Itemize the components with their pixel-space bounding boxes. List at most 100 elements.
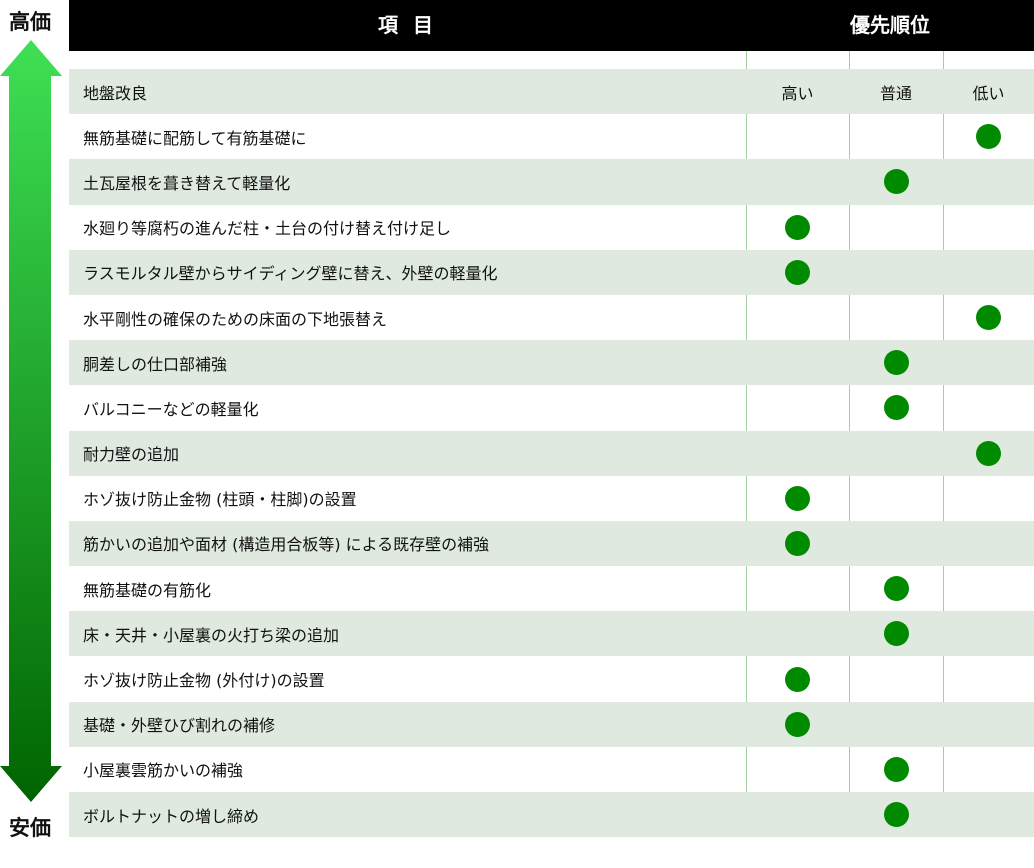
- table-row: 床・天井・小屋裏の火打ち梁の追加: [69, 611, 1034, 657]
- priority-dot-icon: [785, 214, 810, 240]
- column-low: 低い: [972, 83, 1005, 103]
- row-label: ラスモルタル壁からサイディング壁に替え、外壁の軽量化: [83, 264, 498, 284]
- column-high: 高い: [781, 83, 814, 103]
- header-item: 項 目: [378, 13, 437, 37]
- priority-cell: [849, 205, 943, 250]
- priority-cell: [943, 340, 1034, 385]
- priority-dot-icon: [785, 711, 810, 737]
- priority-cell: [943, 476, 1034, 521]
- priority-cell: [746, 702, 849, 747]
- row-label: 耐力壁の追加: [83, 445, 180, 465]
- priority-cell: [746, 159, 849, 204]
- table-row: ボルトナットの増し締め: [69, 792, 1034, 838]
- priority-cell: [849, 702, 943, 747]
- table-row: 小屋裏雲筋かいの補強: [69, 747, 1034, 792]
- priority-dot-icon: [785, 530, 810, 556]
- price-high-label: 高価: [9, 10, 51, 34]
- priority-cell: [746, 114, 849, 159]
- row-label: 水平剛性の確保のための床面の下地張替え: [83, 309, 388, 329]
- row-label: 小屋裏雲筋かいの補強: [83, 761, 244, 781]
- table-row: ラスモルタル壁からサイディング壁に替え、外壁の軽量化: [69, 249, 1034, 295]
- priority-dot-icon: [785, 666, 810, 692]
- priority-cell: [943, 611, 1034, 656]
- priority-cell: [943, 114, 1034, 159]
- priority-cell: [746, 747, 849, 792]
- priority-cell: [849, 747, 943, 792]
- priority-cell: [746, 295, 849, 340]
- table-row: ホゾ抜け防止金物 (柱頭・柱脚)の設置: [69, 476, 1034, 521]
- priority-cell: [849, 792, 943, 837]
- priority-cell: [849, 295, 943, 340]
- priority-dot-icon: [883, 350, 909, 376]
- table-row: 無筋基礎の有筋化: [69, 566, 1034, 611]
- priority-cell: [943, 656, 1034, 701]
- row-label: ホゾ抜け防止金物 (外付け)の設置: [83, 671, 325, 691]
- priority-cell: [849, 656, 943, 701]
- priority-table: 地盤改良 高い 普通 低い 無筋基礎に配筋して有筋基礎に土瓦屋根を葺き替えて軽量…: [69, 69, 1034, 838]
- column-header-row: 地盤改良 高い 普通 低い: [69, 69, 1034, 115]
- priority-cell: [746, 250, 849, 295]
- priority-dot-icon: [883, 576, 909, 602]
- priority-cell: [849, 340, 943, 385]
- row-label: 土瓦屋根を葺き替えて軽量化: [83, 173, 291, 193]
- price-low-label: 安価: [9, 816, 51, 840]
- priority-dot-icon: [976, 440, 1001, 466]
- header-priority: 優先順位: [850, 13, 930, 37]
- table-row: 胴差しの仕口部補強: [69, 340, 1034, 386]
- priority-cell: [746, 205, 849, 250]
- priority-cell: [746, 431, 849, 476]
- priority-cell: [943, 385, 1034, 430]
- table-row: 水平剛性の確保のための床面の下地張替え: [69, 295, 1034, 340]
- priority-cell: [746, 340, 849, 385]
- priority-dot-icon: [883, 802, 909, 828]
- priority-cell: [849, 250, 943, 295]
- priority-dot-icon: [785, 485, 810, 511]
- row-label: 床・天井・小屋裏の火打ち梁の追加: [83, 625, 340, 645]
- row-label: 無筋基礎の有筋化: [83, 580, 212, 600]
- priority-cell: [943, 205, 1034, 250]
- priority-cell: [849, 566, 943, 611]
- priority-cell: [943, 159, 1034, 204]
- row-label: 水廻り等腐朽の進んだ柱・土台の付け替え付け足し: [83, 219, 452, 239]
- table-row: 水廻り等腐朽の進んだ柱・土台の付け替え付け足し: [69, 205, 1034, 250]
- priority-dot-icon: [883, 621, 909, 647]
- row-label: ボルトナットの増し締め: [83, 806, 260, 826]
- row-label: 基礎・外壁ひび割れの補修: [83, 716, 276, 736]
- table-row: バルコニーなどの軽量化: [69, 385, 1034, 430]
- table-row: 土瓦屋根を葺き替えて軽量化: [69, 159, 1034, 205]
- priority-cell: [746, 792, 849, 837]
- row-label: ホゾ抜け防止金物 (柱頭・柱脚)の設置: [83, 490, 357, 510]
- priority-cell: [943, 250, 1034, 295]
- table-row: 基礎・外壁ひび割れの補修: [69, 701, 1034, 747]
- row-label: 筋かいの追加や面材 (構造用合板等) による既存壁の補強: [83, 535, 490, 555]
- priority-cell: [943, 566, 1034, 611]
- table-row: 耐力壁の追加: [69, 430, 1034, 476]
- priority-cell: [849, 159, 943, 204]
- priority-cell: [849, 476, 943, 521]
- priority-cell: [943, 747, 1034, 792]
- priority-cell: [746, 385, 849, 430]
- priority-cell: [849, 114, 943, 159]
- priority-dot-icon: [883, 756, 909, 782]
- priority-cell: [849, 431, 943, 476]
- row-label: 無筋基礎に配筋して有筋基礎に: [83, 128, 307, 148]
- priority-cell: [746, 611, 849, 656]
- table-row: 無筋基礎に配筋して有筋基礎に: [69, 114, 1034, 159]
- row-label: バルコニーなどの軽量化: [83, 399, 259, 419]
- priority-cell: [746, 656, 849, 701]
- priority-dot-icon: [976, 124, 1001, 150]
- table-header: 項 目 優先順位: [69, 0, 1034, 51]
- priority-dot-icon: [883, 395, 909, 421]
- priority-cell: [849, 611, 943, 656]
- priority-cell: [849, 385, 943, 430]
- priority-dot-icon: [976, 305, 1001, 331]
- table-row: ホゾ抜け防止金物 (外付け)の設置: [69, 656, 1034, 701]
- priority-dot-icon: [785, 259, 810, 285]
- price-scale-arrow-icon: [0, 40, 62, 802]
- priority-cell: [746, 566, 849, 611]
- priority-dot-icon: [883, 169, 909, 195]
- row-label: 胴差しの仕口部補強: [83, 354, 228, 374]
- priority-cell: [943, 431, 1034, 476]
- priority-cell: [849, 521, 943, 566]
- priority-cell: [943, 295, 1034, 340]
